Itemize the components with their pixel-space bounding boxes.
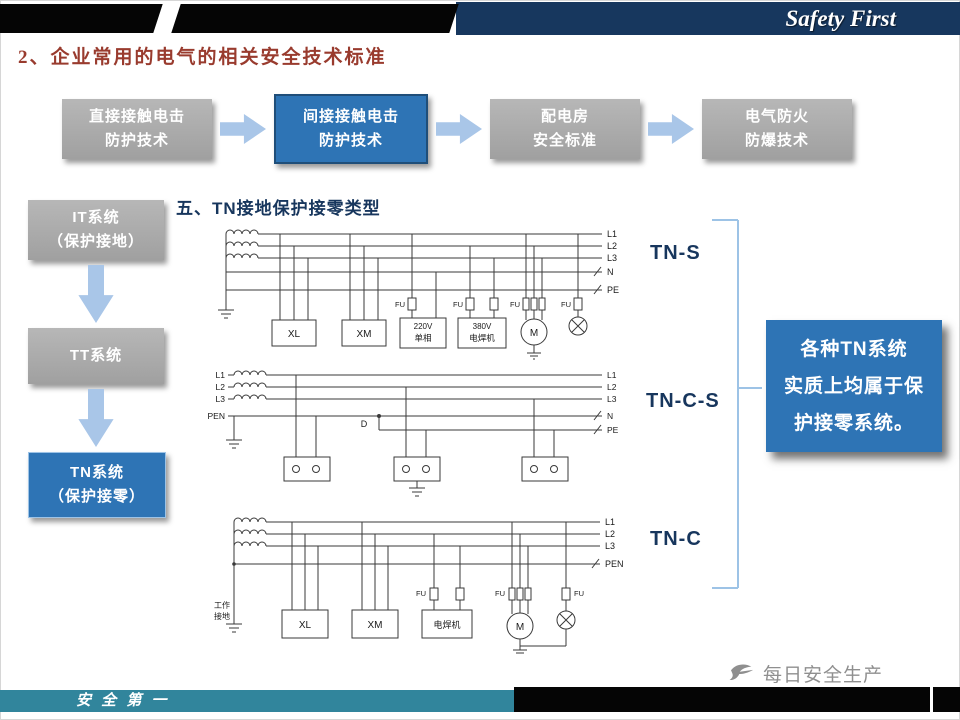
side-flow: IT系统 （保护接地） TT系统 TN系统 （保护接零） [28, 200, 166, 518]
flow-box-line1: 间接接触电击 [302, 108, 399, 125]
note-line: 各种TN系统 [800, 338, 908, 360]
flow-box-indirect-contact-active: 间接接触电击 防护技术 [274, 94, 428, 164]
flow-row: 直接接触电击 防护技术 间接接触电击 防护技术 配电房 安全标准 电气防火 防爆… [62, 94, 882, 164]
flow-box-line2: 防护技术 [318, 132, 383, 149]
bus-label-pe: PE [607, 425, 619, 435]
equip-label: 电焊机 [469, 333, 495, 343]
diagram-label-tn-c: TN-C [650, 528, 702, 550]
fuse-label: FU [495, 589, 505, 598]
bus-label-n: N [607, 411, 613, 421]
side-box-tt-system: TT系统 [28, 328, 164, 384]
tn-s-text: XL XM 220V 单相 380V 电焊机 M L1 L2 L3 N PE F… [288, 229, 619, 343]
fuse-label: FU [510, 300, 520, 309]
bus-label-l3: L3 [216, 394, 226, 404]
page-title: 2、企业常用的电气的相关安全技术标准 [18, 47, 387, 68]
arrow-down-icon [78, 389, 114, 447]
fuse-label: FU [561, 300, 571, 309]
tn-s-wiring [218, 229, 602, 360]
top-banner-blue: Safety First [456, 2, 960, 35]
bus-label-l3: L3 [607, 253, 617, 263]
watermark: 每日安全生产 [728, 660, 883, 687]
top-banner-black-left [0, 4, 163, 33]
tn-c-schematic: XL XM 电焊机 M L1 L2 L3 PEN FU FU FU 工作 接地 [214, 517, 624, 654]
side-box-tn-system: TN系统 （保护接零） [28, 452, 166, 518]
side-box-line1: TT系统 [69, 347, 123, 364]
bus-label-l2: L2 [607, 241, 617, 251]
bus-label-l1: L1 [607, 229, 617, 239]
brand-text: Safety First [785, 6, 896, 31]
bus-label-l2: L2 [607, 382, 617, 392]
tn-c-wiring [226, 517, 600, 654]
bus-label-l3: L3 [607, 394, 617, 404]
tn-c-s-wiring [226, 370, 602, 497]
diagram-label-tn-s: TN-S [650, 242, 701, 264]
tn-c-text: XL XM 电焊机 M L1 L2 L3 PEN FU FU FU 工作 接地 [214, 517, 624, 633]
tn-c-s-text: L1 L2 L3 PEN L1 L2 L3 N PE D [208, 370, 619, 435]
note-line: 护接零系统。 [793, 412, 914, 434]
arrow-right-icon [220, 114, 266, 144]
flow-box-line1: 直接接触电击 [88, 108, 185, 125]
flow-box-line1: 配电房 [540, 108, 589, 125]
tn-s-schematic: XL XM 220V 单相 380V 电焊机 M L1 L2 L3 N PE F… [218, 229, 619, 360]
bus-label-l3: L3 [605, 541, 615, 551]
fuse-label: FU [453, 300, 463, 309]
socket-label: XL [288, 329, 301, 340]
footer-bar-teal: 安 全 第 一 [0, 690, 514, 712]
bus-label-pen: PEN [208, 411, 225, 421]
bird-icon [729, 663, 754, 680]
flow-box-line2: 防爆技术 [744, 132, 809, 149]
footer-slogan: 安 全 第 一 [76, 692, 170, 709]
motor-label: M [516, 622, 524, 633]
junction-label-d: D [361, 419, 368, 429]
bus-label-pen: PEN [605, 559, 624, 569]
side-box-line2: （保护接地） [47, 233, 144, 250]
arrow-right-icon [436, 114, 482, 144]
work-ground-label: 接地 [214, 611, 230, 621]
fuse-label: FU [395, 300, 405, 309]
note-box: 各种TN系统 实质上均属于保 护接零系统。 [766, 320, 942, 452]
bus-label-pe: PE [607, 285, 619, 295]
note-line: 实质上均属于保 [783, 375, 924, 397]
equip-label: 220V [414, 322, 433, 331]
bus-label-l1: L1 [216, 370, 226, 380]
side-box-line2: （保护接零） [48, 488, 145, 505]
socket-label: XL [299, 620, 312, 631]
flow-box-line2: 防护技术 [104, 132, 169, 149]
bus-label-n: N [607, 267, 614, 277]
socket-label: XM [357, 329, 372, 340]
equip-label: 380V [473, 322, 492, 331]
bus-label-l1: L1 [607, 370, 617, 380]
side-box-it-system: IT系统 （保护接地） [28, 200, 164, 260]
bracket [712, 219, 762, 589]
flow-box-line1: 电气防火 [744, 108, 809, 125]
motor-label: M [530, 328, 538, 339]
top-banner-black-mid [171, 4, 459, 33]
fuse-label: FU [416, 589, 426, 598]
footer-divider [930, 687, 933, 712]
side-box-line1: IT系统 [72, 209, 120, 226]
flow-box-fire-explosion: 电气防火 防爆技术 [702, 99, 852, 159]
bus-label-l1: L1 [605, 517, 615, 527]
flow-box-direct-contact: 直接接触电击 防护技术 [62, 99, 212, 159]
tn-c-s-schematic: L1 L2 L3 PEN L1 L2 L3 N PE D [208, 370, 619, 497]
side-box-line1: TN系统 [70, 464, 124, 481]
bus-label-l2: L2 [216, 382, 226, 392]
equip-label: 电焊机 [433, 619, 460, 630]
equip-label: 单相 [414, 333, 431, 343]
bus-label-l2: L2 [605, 529, 615, 539]
work-ground-label: 工作 [214, 600, 230, 610]
diagram-label-tn-c-s: TN-C-S [646, 390, 720, 412]
fuse-label: FU [574, 589, 584, 598]
arrow-down-icon [78, 265, 114, 323]
socket-label: XM [368, 620, 383, 631]
flow-box-line2: 安全标准 [532, 132, 597, 149]
arrow-right-icon [648, 114, 694, 144]
footer-bar-black [514, 687, 960, 712]
watermark-text: 每日安全生产 [763, 665, 884, 686]
section-title: 五、TN接地保护接零类型 [176, 199, 381, 218]
flow-box-power-room: 配电房 安全标准 [490, 99, 640, 159]
